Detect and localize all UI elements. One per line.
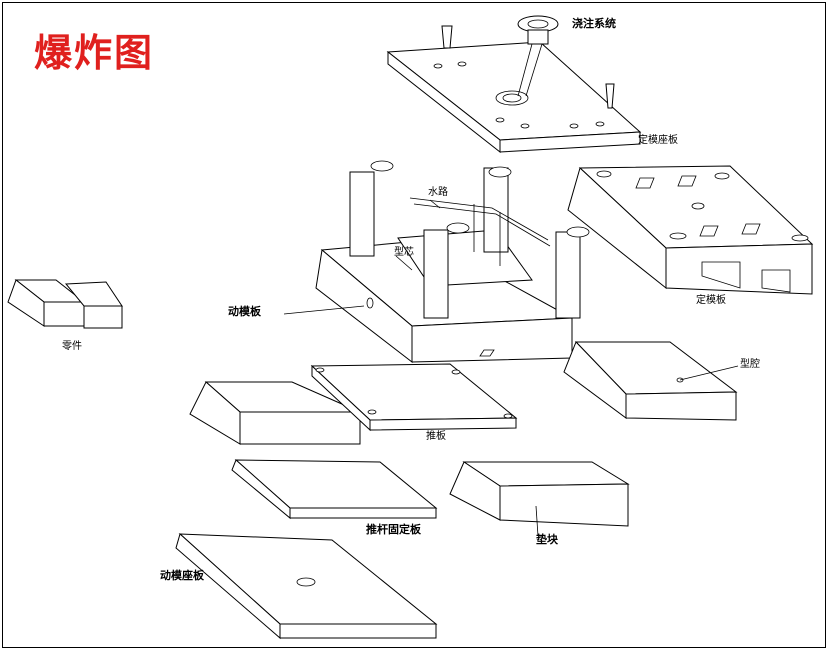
label-moving-plate: 动模板 [228, 305, 261, 318]
sprue-part [441, 15, 615, 109]
label-moving-clamp-plate: 动模座板 [160, 569, 204, 582]
label-cavity: 型腔 [740, 359, 760, 370]
part-part [7, 279, 123, 329]
push-plate-part [310, 363, 518, 432]
label-part: 零件 [62, 341, 82, 352]
label-fixed-clamp-plate: 定模座板 [638, 135, 678, 146]
spacer-block-part [449, 461, 630, 527]
moving-plate-part [315, 160, 590, 364]
leader-lines [283, 199, 739, 537]
left-block-part [189, 381, 361, 445]
ejector-retainer-part [231, 459, 438, 520]
moving-clamp-plate-part [175, 533, 438, 640]
label-sprue: 浇注系统 [572, 17, 616, 30]
label-core: 型芯 [394, 247, 414, 258]
fixed-clamp-plate-part [386, 41, 642, 154]
label-fixed-plate: 定模板 [696, 295, 726, 306]
label-spacer-block: 垫块 [536, 533, 558, 546]
water-channel-part [409, 197, 551, 266]
fixed-plate-part [567, 165, 814, 295]
page-title: 爆炸图 [34, 30, 155, 75]
label-ejector-retainer: 推杆固定板 [366, 523, 421, 536]
cavity-part [563, 341, 738, 421]
label-push-plate: 推板 [426, 431, 446, 442]
label-water-channel: 水路 [428, 187, 448, 198]
